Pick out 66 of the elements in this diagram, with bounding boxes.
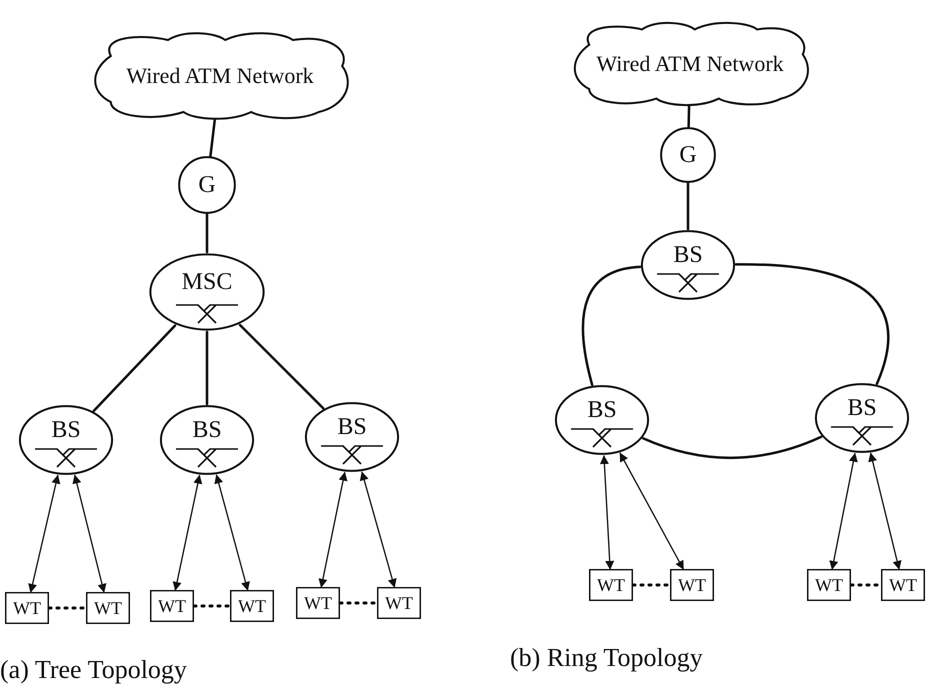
dotted-line bbox=[338, 602, 378, 604]
double-arrow bbox=[360, 471, 397, 588]
terminal-box bbox=[230, 590, 274, 622]
switch-ellipse bbox=[159, 404, 255, 476]
terminal-box bbox=[5, 592, 49, 624]
double-arrow bbox=[172, 474, 202, 591]
link-line bbox=[206, 330, 208, 406]
node-label: WT bbox=[238, 594, 266, 618]
switch-ellipse bbox=[18, 404, 114, 476]
dotted-line bbox=[192, 604, 232, 608]
link-line bbox=[238, 324, 324, 410]
node-label: BS bbox=[587, 396, 617, 425]
node-label: WT bbox=[385, 592, 413, 614]
double-arrow bbox=[318, 472, 348, 588]
terminal-box bbox=[150, 590, 194, 622]
switch-ellipse bbox=[304, 401, 400, 473]
double-arrow bbox=[868, 452, 902, 570]
terminal-box bbox=[589, 569, 633, 601]
dotted-line bbox=[48, 606, 88, 610]
node-label: BS bbox=[51, 416, 81, 445]
node-label: G bbox=[198, 171, 216, 200]
terminal-box bbox=[670, 569, 714, 601]
link-line bbox=[687, 104, 690, 128]
link-line bbox=[582, 266, 642, 386]
double-arrow bbox=[28, 474, 60, 593]
node-label: WT bbox=[94, 596, 122, 620]
node-label: G bbox=[679, 141, 697, 170]
node-label: BS bbox=[847, 394, 877, 423]
double-arrow bbox=[829, 452, 858, 570]
node-label: WT bbox=[13, 596, 41, 620]
node-label: BS bbox=[192, 416, 222, 445]
terminal-box bbox=[86, 592, 130, 624]
terminal-box bbox=[807, 569, 851, 601]
switch-ellipse bbox=[640, 229, 736, 301]
node-label: BS bbox=[673, 241, 703, 270]
caption: (a) Tree Topology bbox=[0, 654, 187, 686]
gateway-circle bbox=[178, 156, 236, 214]
node-label: MSC bbox=[182, 268, 232, 297]
terminal-box bbox=[377, 587, 421, 619]
link-line bbox=[734, 263, 890, 386]
switch-ellipse bbox=[148, 252, 266, 332]
link-line bbox=[642, 436, 822, 460]
link-line bbox=[686, 182, 690, 230]
double-arrow bbox=[620, 452, 684, 570]
caption: (b) Ring Topology bbox=[510, 642, 703, 674]
node-label: WT bbox=[815, 574, 843, 596]
dotted-line bbox=[632, 584, 672, 586]
double-arrow bbox=[600, 455, 614, 570]
node-label: BS bbox=[337, 413, 367, 442]
node-label: WT bbox=[158, 594, 186, 618]
link-line bbox=[92, 324, 176, 412]
link-line bbox=[206, 212, 208, 254]
node-label: WT bbox=[678, 574, 706, 596]
node-label: WT bbox=[597, 574, 625, 596]
node-label: WT bbox=[304, 592, 332, 614]
double-arrow bbox=[214, 474, 250, 591]
double-arrow bbox=[72, 474, 106, 593]
link-line bbox=[209, 118, 216, 158]
node-label: Wired ATM Network bbox=[595, 50, 785, 78]
node-label: Wired ATM Network bbox=[125, 62, 315, 90]
terminal-box bbox=[881, 569, 925, 601]
switch-ellipse bbox=[814, 382, 910, 454]
terminal-box bbox=[296, 587, 340, 619]
gateway-circle bbox=[660, 127, 716, 183]
node-label: WT bbox=[889, 574, 917, 596]
switch-ellipse bbox=[554, 384, 650, 456]
